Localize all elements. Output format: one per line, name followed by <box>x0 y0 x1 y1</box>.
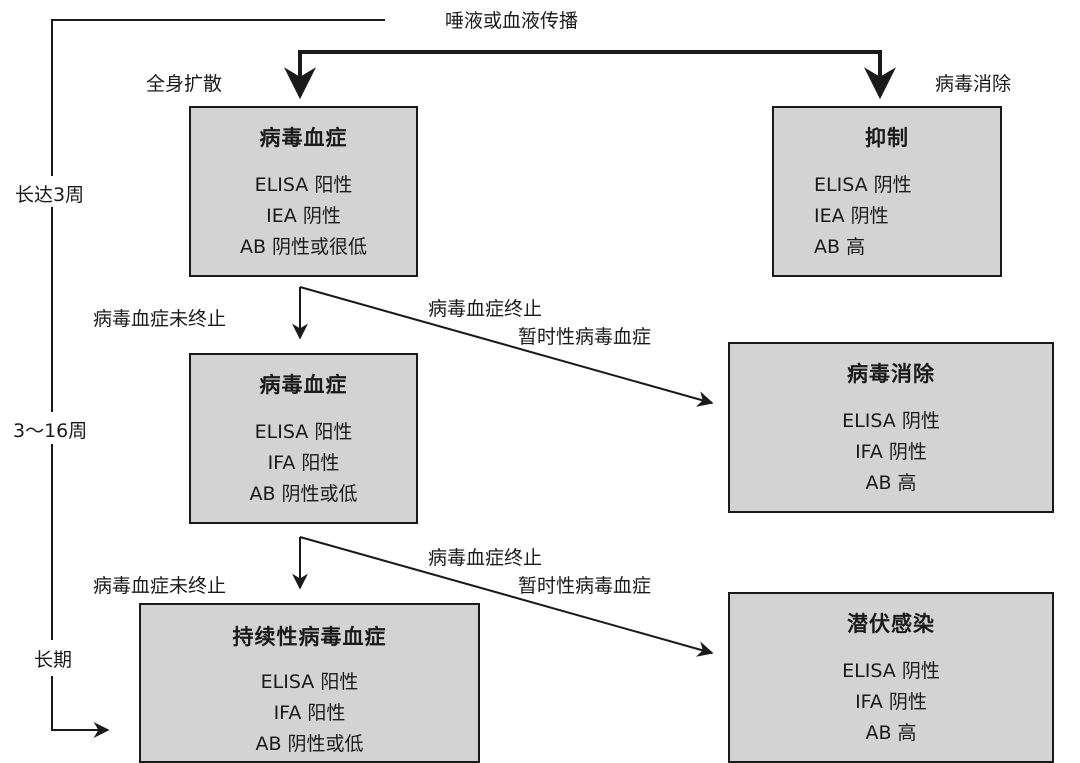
not-terminated-label-2: 病毒血症未终止 <box>93 575 227 597</box>
duration-3-16w-label: 3～16周 <box>13 416 88 443</box>
arrow-to-latent <box>299 536 714 657</box>
persistent-box-title: 持续性病毒血症 <box>232 625 387 649</box>
viremia-box-2-line: IFA 阳性 <box>267 452 340 474</box>
suppression-box-title: 抑制 <box>865 126 909 150</box>
viremia-box-2: 病毒血症 ELISA 阳性 IFA 阳性 AB 阴性或低 <box>189 353 418 524</box>
viremia-box-1-line: AB 阴性或很低 <box>239 236 368 258</box>
systemic-spread-label: 全身扩散 <box>146 73 223 95</box>
latent-box-title: 潜伏感染 <box>847 612 935 636</box>
persistent-box-line: IFA 阳性 <box>273 702 346 724</box>
transient-label-1: 暂时性病毒血症 <box>518 326 652 348</box>
latent-box-line: AB 高 <box>865 722 917 744</box>
viremia-box-1-title: 病毒血症 <box>259 126 348 150</box>
split-line <box>298 50 882 92</box>
top-route-label: 唾液或血液传播 <box>445 10 579 32</box>
viremia-box-2-line: AB 阴性或低 <box>249 483 358 505</box>
persistent-box-line: AB 阴性或低 <box>255 733 364 755</box>
arrow-to-cleared <box>299 286 714 407</box>
suppression-box-line: AB 高 <box>814 236 866 258</box>
latent-box: 潜伏感染 ELISA 阴性 IFA 阴性 AB 高 <box>728 592 1054 763</box>
viremia-box-2-line: ELISA 阳性 <box>254 421 353 443</box>
cleared-box-line: ELISA 阴性 <box>842 410 940 432</box>
terminated-label-1: 病毒血症终止 <box>428 298 543 320</box>
latent-box-line: ELISA 阴性 <box>842 660 940 682</box>
suppression-box: 抑制 ELISA 阴性 IEA 阴性 AB 高 <box>772 106 1002 277</box>
timeline-arrow-to-persistent <box>51 676 110 738</box>
suppression-box-line: IEA 阴性 <box>814 205 889 227</box>
cleared-box-line: IFA 阴性 <box>855 441 927 463</box>
persistent-box: 持续性病毒血症 ELISA 阳性 IFA 阳性 AB 阴性或低 <box>139 603 480 763</box>
viremia-box-1-line: IEA 阴性 <box>266 205 341 227</box>
transient-label-2: 暂时性病毒血症 <box>518 575 652 597</box>
not-terminated-label-1: 病毒血症未终止 <box>93 308 227 330</box>
duration-3w-label: 长达3周 <box>15 180 85 207</box>
viremia-box-2-title: 病毒血症 <box>259 373 348 397</box>
latent-box-line: IFA 阴性 <box>855 691 927 713</box>
viremia-box-1: 病毒血症 ELISA 阳性 IEA 阴性 AB 阴性或很低 <box>189 106 418 277</box>
persistent-box-line: ELISA 阳性 <box>260 671 359 693</box>
terminated-label-2: 病毒血症终止 <box>428 547 543 569</box>
suppression-box-line: ELISA 阴性 <box>814 174 912 196</box>
virus-cleared-top-label: 病毒消除 <box>935 73 1012 95</box>
flow-connectors <box>51 19 896 738</box>
cleared-box-title: 病毒消除 <box>847 362 935 386</box>
duration-long-label: 长期 <box>34 645 73 672</box>
viremia-box-1-line: ELISA 阳性 <box>254 174 353 196</box>
cleared-box-line: AB 高 <box>865 472 917 494</box>
timeline-line <box>51 19 385 176</box>
cleared-box: 病毒消除 ELISA 阴性 IFA 阴性 AB 高 <box>728 342 1054 513</box>
